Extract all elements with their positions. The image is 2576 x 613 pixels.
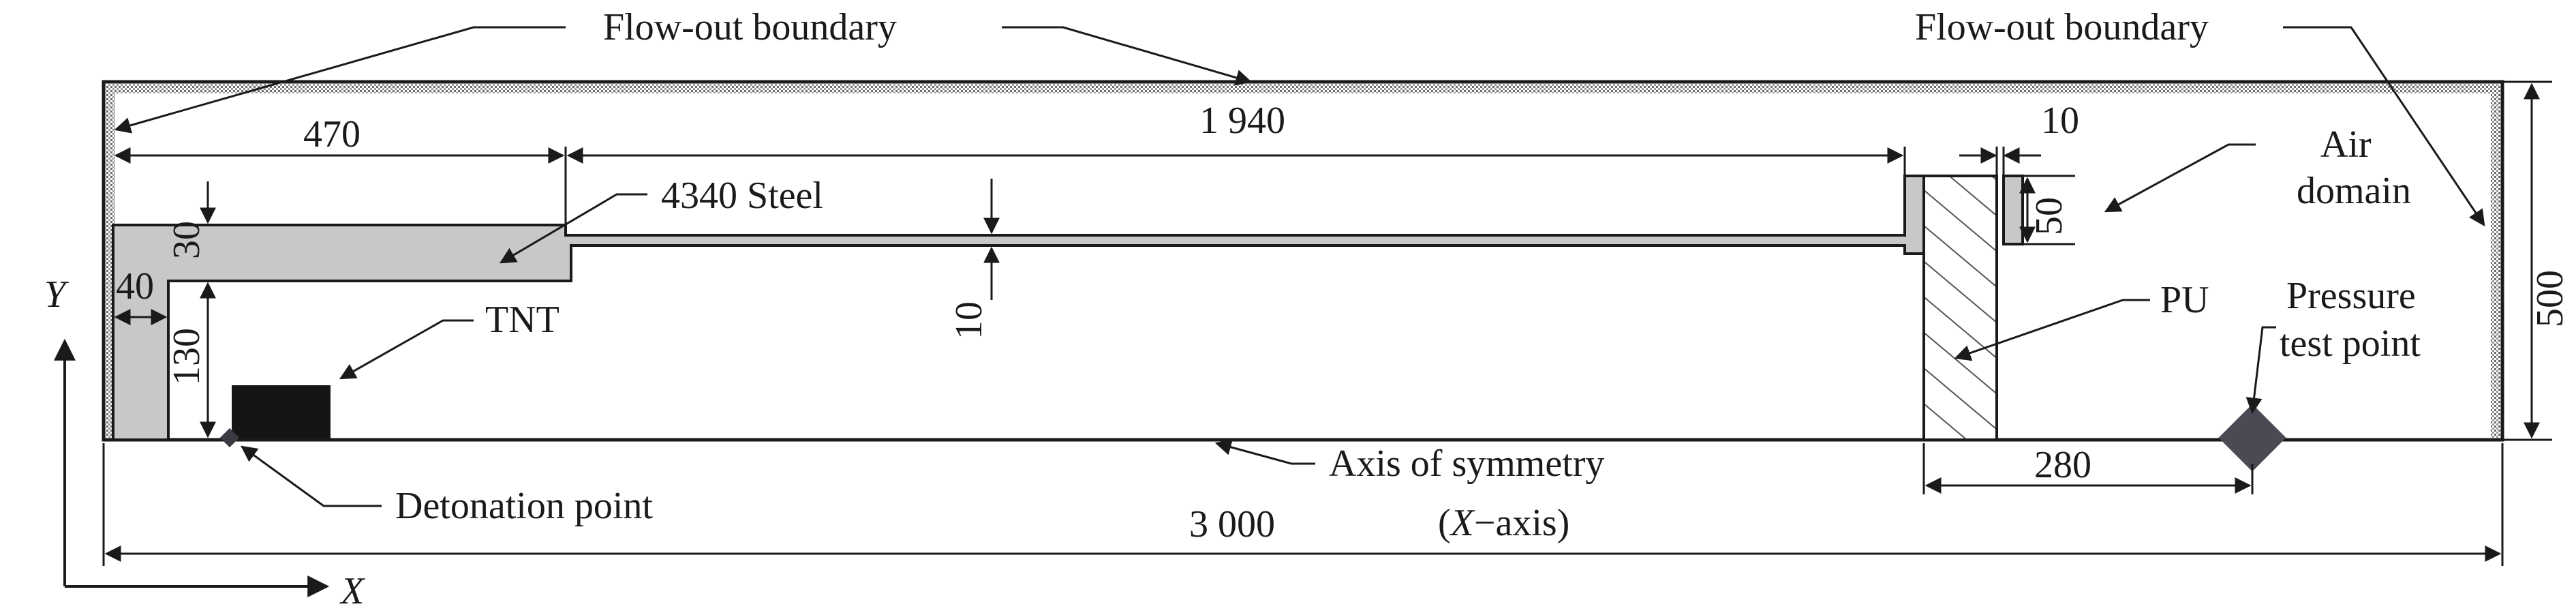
dim-30-label: 30 — [166, 221, 208, 259]
pu-block — [1922, 175, 1998, 441]
pressure-test-point-marker — [2218, 404, 2286, 472]
detonation-point-marker — [219, 428, 240, 448]
dim-50-label: 50 — [2028, 197, 2070, 235]
pressure-test-point-label-line1: Pressure — [2286, 275, 2416, 317]
axis-of-symmetry-label: Axis of symmetry — [1329, 443, 1604, 485]
dim-280-label: 280 — [2034, 444, 2091, 486]
pu-label: PU — [2160, 279, 2209, 321]
dim-10-top-label: 10 — [2041, 100, 2079, 142]
dim-40-label: 40 — [116, 265, 154, 308]
dim-500-label: 500 — [2529, 270, 2571, 327]
tnt-charge — [232, 385, 331, 438]
y-axis-label: Y — [44, 273, 70, 316]
tnt-label: TNT — [485, 299, 559, 341]
detonation-point-label: Detonation point — [395, 485, 653, 527]
dim-470-label: 470 — [303, 113, 361, 155]
dim-1940-label: 1 940 — [1199, 100, 1285, 142]
dim-10-wall-label: 10 — [948, 301, 990, 340]
steel-label: 4340 Steel — [661, 175, 823, 217]
dim-3000-label: 3 000 — [1189, 503, 1275, 545]
steel-flange — [2002, 175, 2024, 245]
air-domain-label-line2: domain — [2297, 170, 2411, 212]
steel-tube — [112, 175, 2024, 441]
coordinate-axes — [54, 338, 330, 597]
dim-130-label: 130 — [166, 328, 208, 385]
x-axis-note-label: (X−axis) — [1438, 502, 1569, 544]
text-labels: Flow-out boundary Flow-out boundary Air … — [44, 6, 2571, 612]
flow-out-boundary-right-label: Flow-out boundary — [1915, 6, 2209, 48]
leader-lines — [114, 26, 2485, 507]
x-axis-label: X — [339, 570, 366, 612]
pressure-test-point-label-line2: test point — [2280, 323, 2421, 365]
dimension-lines — [102, 80, 2552, 566]
air-domain-label-line1: Air — [2320, 123, 2372, 166]
flow-out-boundary-top-label: Flow-out boundary — [603, 6, 897, 48]
